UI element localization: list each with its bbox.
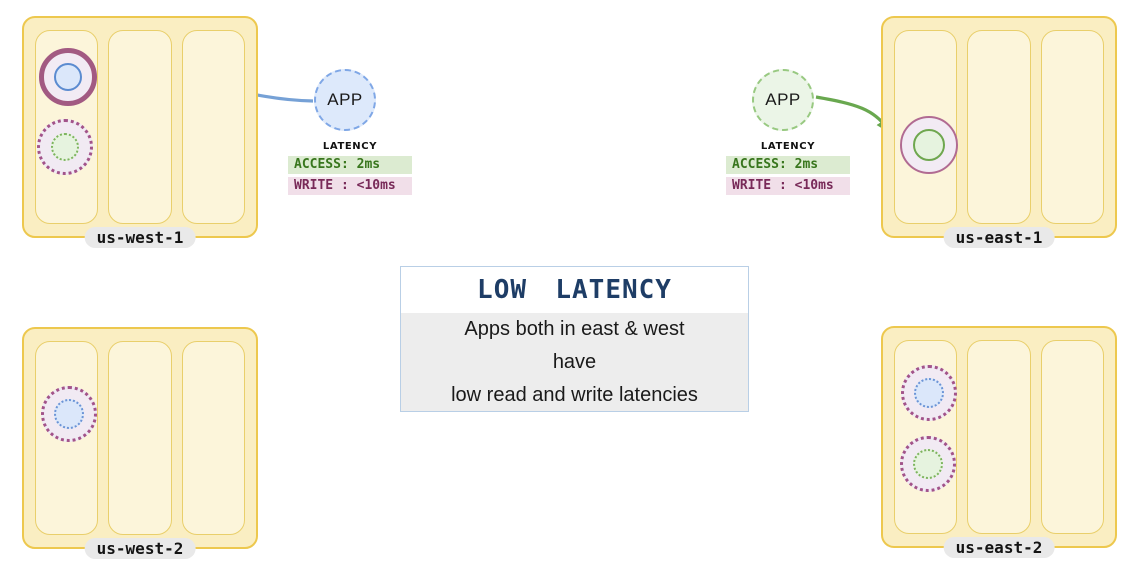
replica-node-passive-east2-a (901, 365, 957, 421)
region-us-east-2: us-east-2 (881, 326, 1117, 558)
callout-line: have (552, 351, 597, 373)
region-us-west-1: us-west-1 (22, 16, 258, 248)
app-label: APP (765, 90, 801, 109)
availability-zone (1040, 30, 1104, 224)
app-node-west: APP (314, 69, 376, 131)
region-label-us-east-1: us-east-1 (943, 227, 1055, 248)
latency-panel-west: LATENCY ACCESS: 2ms WRITE : <10ms (288, 141, 412, 195)
region-label-us-east-2: us-east-2 (943, 537, 1055, 558)
replica-core-blue (54, 63, 82, 91)
callout-body: Apps both in east & west have low read a… (401, 313, 748, 411)
latency-panel-east: LATENCY ACCESS: 2ms WRITE : <10ms (726, 141, 850, 195)
availability-zone (181, 30, 245, 224)
availability-zone (967, 340, 1031, 534)
region-us-west-2: us-west-2 (22, 327, 258, 559)
replica-core-green-dotted (51, 133, 79, 161)
replica-core-blue-dotted (54, 399, 84, 429)
callout-line: low read and write latencies (451, 384, 698, 406)
availability-zone (181, 341, 245, 535)
latency-heading: LATENCY (322, 141, 378, 152)
replica-core-blue-dotted (914, 378, 944, 408)
availability-zone (108, 30, 172, 224)
latency-write-badge: WRITE : <10ms (726, 177, 850, 195)
latency-write-badge: WRITE : <10ms (288, 177, 412, 195)
region-label-us-west-2: us-west-2 (84, 538, 196, 559)
replica-node-passive-west2 (41, 386, 97, 442)
latency-access-badge: ACCESS: 2ms (288, 156, 412, 174)
replica-node-active-east1 (900, 116, 958, 174)
callout-line: Apps both in east & west (464, 318, 685, 340)
low-latency-callout: LOW LATENCY Apps both in east & west hav… (400, 266, 749, 412)
availability-zone (108, 341, 172, 535)
replica-node-passive-east2-b (900, 436, 956, 492)
replica-core-green-dotted (913, 449, 943, 479)
region-us-east-1: us-east-1 (881, 16, 1117, 248)
callout-title: LOW LATENCY (477, 275, 672, 305)
replica-node-active-west1 (39, 48, 97, 106)
availability-zone (967, 30, 1031, 224)
latency-heading: LATENCY (760, 141, 816, 152)
replica-core-green (913, 129, 945, 161)
region-label-us-west-1: us-west-1 (84, 227, 196, 248)
app-to-east-replica-arrow (815, 95, 891, 134)
availability-zone (1040, 340, 1104, 534)
latency-access-badge: ACCESS: 2ms (726, 156, 850, 174)
app-label: APP (327, 90, 363, 109)
replica-node-passive-west1 (37, 119, 93, 175)
app-node-east: APP (752, 69, 814, 131)
